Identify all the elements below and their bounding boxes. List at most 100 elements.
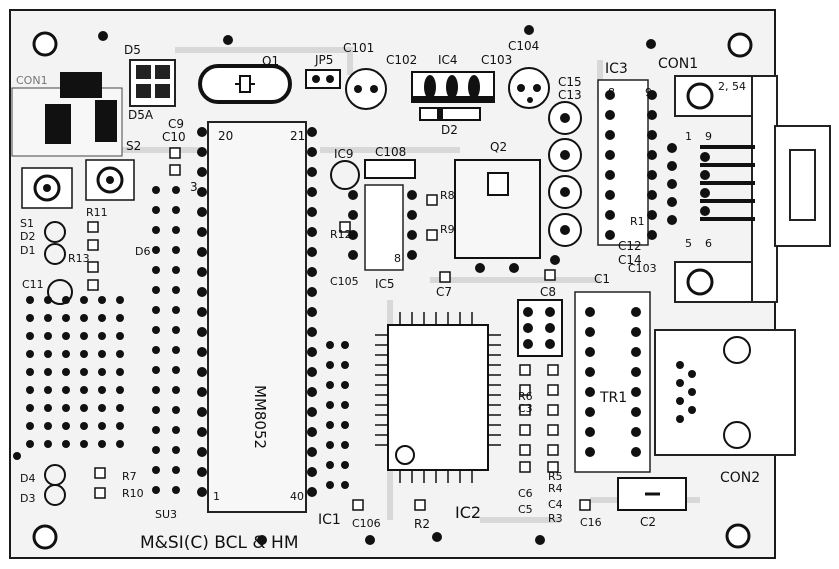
label-ic2: IC2	[455, 503, 481, 522]
label-ic3: IC3	[605, 61, 628, 77]
label-con1-left: CON1	[16, 74, 48, 87]
leds	[44, 221, 73, 506]
label-c16: C16	[580, 516, 602, 529]
chip-mm8052	[197, 121, 317, 513]
label-tr1: TR1	[599, 390, 627, 406]
label-su3: SU3	[155, 508, 177, 521]
label-c7: C7	[436, 285, 452, 299]
label-c4: C4	[548, 498, 563, 511]
label-d1: D1	[20, 244, 35, 257]
label-n20: 20	[218, 129, 233, 143]
label-n9: 9	[705, 130, 712, 143]
label-r7: R7	[122, 470, 137, 483]
label-r5: R5	[548, 470, 563, 483]
label-r6: R6	[518, 390, 533, 403]
label-r2: R2	[414, 517, 430, 531]
label-c8: C8	[540, 285, 556, 299]
label-c1: C1	[594, 272, 610, 286]
label-c101: C101	[343, 41, 374, 55]
label-d3: D3	[20, 492, 35, 505]
mounting-holes	[32, 31, 753, 550]
label-r9: R9	[440, 223, 455, 236]
label-n8: 8	[394, 252, 401, 265]
label-c105: C105	[330, 275, 359, 288]
label-c15: C15	[558, 75, 582, 89]
label-d6: D6	[135, 245, 150, 258]
label-c5: C5	[518, 503, 533, 516]
crystal-q1	[198, 64, 292, 104]
mounting-hole	[32, 31, 58, 57]
label-c12: C12	[618, 239, 642, 253]
oscillator-q2	[454, 159, 541, 273]
d5-connector	[129, 59, 176, 107]
label-n9b: 9	[645, 86, 652, 99]
capacitor-c101	[345, 68, 387, 110]
ic9-outline	[330, 160, 360, 190]
label-n40: 40	[290, 490, 304, 503]
connector-con2	[654, 329, 796, 456]
capacitor-c104	[508, 67, 550, 109]
label-q1: Q1	[262, 54, 279, 68]
ic5-chip	[330, 159, 417, 271]
label-r3: R3	[548, 512, 563, 525]
label-r11: R11	[86, 206, 108, 219]
label-s2: S2	[126, 139, 141, 153]
con1-power-jack	[11, 72, 123, 157]
small-pads	[87, 147, 591, 511]
silkscreen-labels: D5 D5A Q1 JP5 C101 C102 IC4 C103 C104 IC…	[16, 39, 760, 553]
label-ic4: IC4	[438, 53, 458, 67]
label-d2-top: D2	[441, 123, 458, 137]
label-c102: C102	[386, 53, 417, 67]
proto-grid	[26, 186, 349, 494]
electrolytic-caps-top	[345, 67, 550, 110]
mounting-hole	[32, 524, 58, 550]
label-n1: 1	[213, 490, 220, 503]
label-c104: C104	[508, 39, 539, 53]
label-r13: R13	[68, 252, 90, 265]
ic3-chip	[597, 79, 657, 246]
label-r10: R10	[122, 487, 144, 500]
label-c9: C9	[168, 117, 184, 131]
label-c10: C10	[162, 130, 186, 144]
label-ic1: IC1	[318, 512, 341, 528]
label-d2-left: D2	[20, 230, 35, 243]
label-ic9: IC9	[334, 147, 354, 161]
label-chip: MM8052	[251, 385, 269, 449]
label-r12: R12	[330, 228, 352, 241]
label-credit: M&SI(C) BCL & HM	[140, 533, 299, 553]
label-d4: D4	[20, 472, 35, 485]
label-c11: C11	[22, 278, 44, 291]
mounting-hole	[725, 523, 751, 549]
label-n1b: 1	[685, 130, 692, 143]
jumper-block-c8	[517, 299, 563, 357]
switches	[21, 159, 135, 209]
label-jp5: JP5	[314, 53, 333, 67]
label-n3: 3	[190, 180, 198, 194]
jumper-jp5	[305, 69, 341, 89]
label-d5a: D5A	[128, 108, 154, 122]
db9-connector-con1	[667, 75, 831, 303]
label-n21: 21	[290, 129, 305, 143]
label-c103b: C103	[628, 262, 657, 275]
label-s1: S1	[20, 217, 34, 230]
label-ic5: IC5	[375, 277, 395, 291]
label-r8: R8	[440, 189, 455, 202]
label-n254: 2, 54	[718, 80, 746, 93]
regulator-ic4	[411, 71, 495, 121]
label-r4: R4	[548, 482, 563, 495]
label-c3: C3	[518, 402, 533, 415]
vias	[13, 25, 656, 545]
label-c103: C103	[481, 53, 512, 67]
capacitor-c2	[617, 477, 687, 511]
transformer-tr1	[574, 291, 651, 473]
label-q2: Q2	[490, 140, 507, 154]
label-n5: 5	[685, 237, 692, 250]
label-con1-top: CON1	[658, 56, 698, 72]
ic2-qfp	[375, 312, 501, 483]
label-c2: C2	[640, 515, 656, 529]
label-n6: 6	[705, 237, 712, 250]
label-n8b: 8	[608, 86, 615, 99]
label-c6: C6	[518, 487, 533, 500]
mounting-hole	[727, 32, 753, 58]
